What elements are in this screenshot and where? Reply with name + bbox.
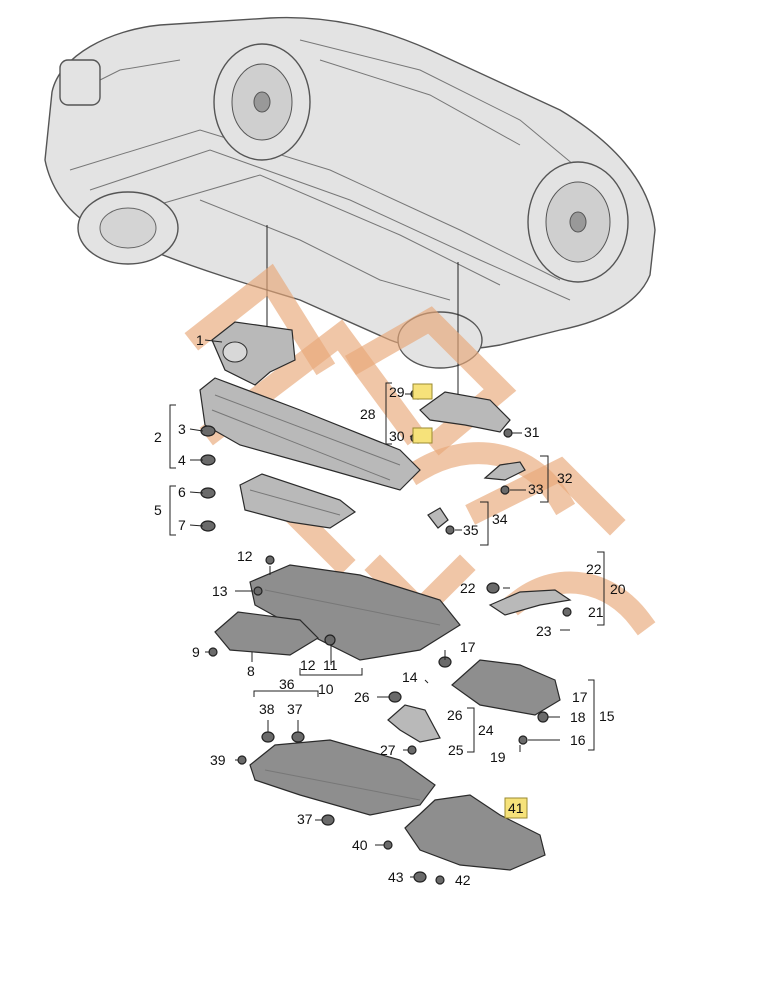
part-20-bracket <box>486 582 572 617</box>
label-32: 32 <box>557 470 573 486</box>
left-front-wheel <box>77 191 179 265</box>
label-12-top: 12 <box>237 548 253 564</box>
callout-labels: 1 2 3 4 5 6 7 8 9 10 11 12 12 13 14 15 1… <box>154 332 626 888</box>
label-30: 30 <box>389 428 405 444</box>
label-19: 19 <box>490 749 506 765</box>
label-15: 15 <box>599 708 615 724</box>
label-28: 28 <box>360 406 376 422</box>
part-5-heat-shield <box>239 473 357 529</box>
label-29: 29 <box>389 384 405 400</box>
label-5: 5 <box>154 502 162 518</box>
label-21: 21 <box>588 604 604 620</box>
label-25: 25 <box>448 742 464 758</box>
label-20: 20 <box>610 581 626 597</box>
label-27: 27 <box>380 742 396 758</box>
label-37-bottom: 37 <box>297 811 313 827</box>
highlight-30 <box>412 427 433 444</box>
label-17-right: 17 <box>572 689 588 705</box>
label-38: 38 <box>259 701 275 717</box>
leader-lines <box>169 382 605 878</box>
label-22-right: 22 <box>586 561 602 577</box>
car-underside <box>44 16 656 400</box>
label-37-top: 37 <box>287 701 303 717</box>
part-36-underbody-panel <box>237 731 436 826</box>
highlight-29 <box>412 383 433 400</box>
label-35: 35 <box>463 522 479 538</box>
highlight-41 <box>504 797 528 819</box>
part-15-side-panel <box>438 656 561 745</box>
label-42: 42 <box>455 872 471 888</box>
label-17-top: 17 <box>460 639 476 655</box>
part-2-tunnel-heat-shield <box>199 377 421 491</box>
rear-wheel <box>527 161 629 283</box>
label-12-bottom: 12 <box>300 657 316 673</box>
part-1-heat-shield <box>204 321 296 386</box>
label-11: 11 <box>323 657 338 673</box>
label-41: 41 <box>508 800 524 816</box>
label-26-right: 26 <box>447 707 463 723</box>
label-14: 14 <box>402 669 418 685</box>
part-41-rear-underbody-panel <box>383 794 546 885</box>
label-6: 6 <box>178 484 186 500</box>
label-40: 40 <box>352 837 368 853</box>
label-8: 8 <box>247 663 255 679</box>
front-grille <box>59 59 101 106</box>
label-26-left: 26 <box>354 689 370 705</box>
label-23: 23 <box>536 623 552 639</box>
label-2: 2 <box>154 429 162 445</box>
label-7: 7 <box>178 517 186 533</box>
part-32-bracket <box>483 461 526 495</box>
label-39: 39 <box>210 752 226 768</box>
label-24: 24 <box>478 722 494 738</box>
label-10: 10 <box>318 681 334 697</box>
label-18: 18 <box>570 709 586 725</box>
label-43: 43 <box>388 869 404 885</box>
label-3: 3 <box>178 421 186 437</box>
label-31: 31 <box>524 424 540 440</box>
label-13: 13 <box>212 583 228 599</box>
front-wheel <box>213 43 311 161</box>
label-22-left: 22 <box>460 580 476 596</box>
part-34-bracket <box>427 507 455 535</box>
label-1: 1 <box>196 332 204 348</box>
label-36: 36 <box>279 676 295 692</box>
label-33: 33 <box>528 481 544 497</box>
label-16: 16 <box>570 732 586 748</box>
label-9: 9 <box>192 644 200 660</box>
part-8-cover-panel <box>208 611 319 662</box>
label-34: 34 <box>492 511 508 527</box>
label-4: 4 <box>178 452 186 468</box>
part-24-bracket <box>387 691 441 755</box>
